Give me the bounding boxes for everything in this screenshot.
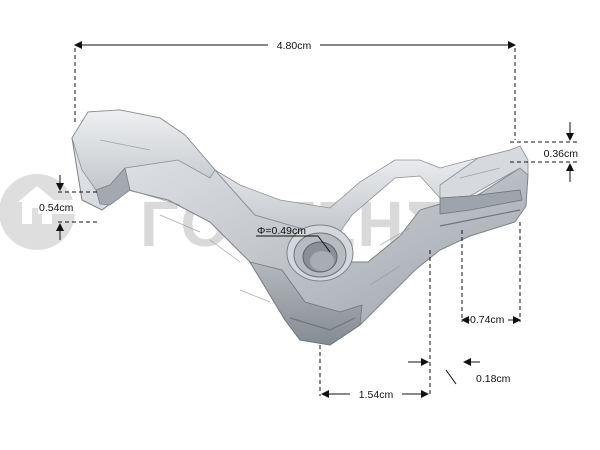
dim-tail-width: 0.74cm (470, 314, 505, 326)
dim-bottom-length: 1.54cm (359, 389, 394, 401)
dim-total-length: 4.80cm (277, 40, 312, 52)
dim-hole-diameter: Φ=0.49cm (257, 225, 306, 237)
dim-top-step: 0.36cm (544, 148, 579, 160)
dimension-labels: 4.80cm 0.36cm 0.54cm Φ=0.49cm 0.74cm 1.5… (38, 38, 578, 401)
dim-slot-width: 0.18cm (476, 373, 511, 385)
lever-part (71, 109, 529, 346)
dim-left-step: 0.54cm (39, 202, 74, 214)
dimension-annotations (56, 41, 578, 398)
